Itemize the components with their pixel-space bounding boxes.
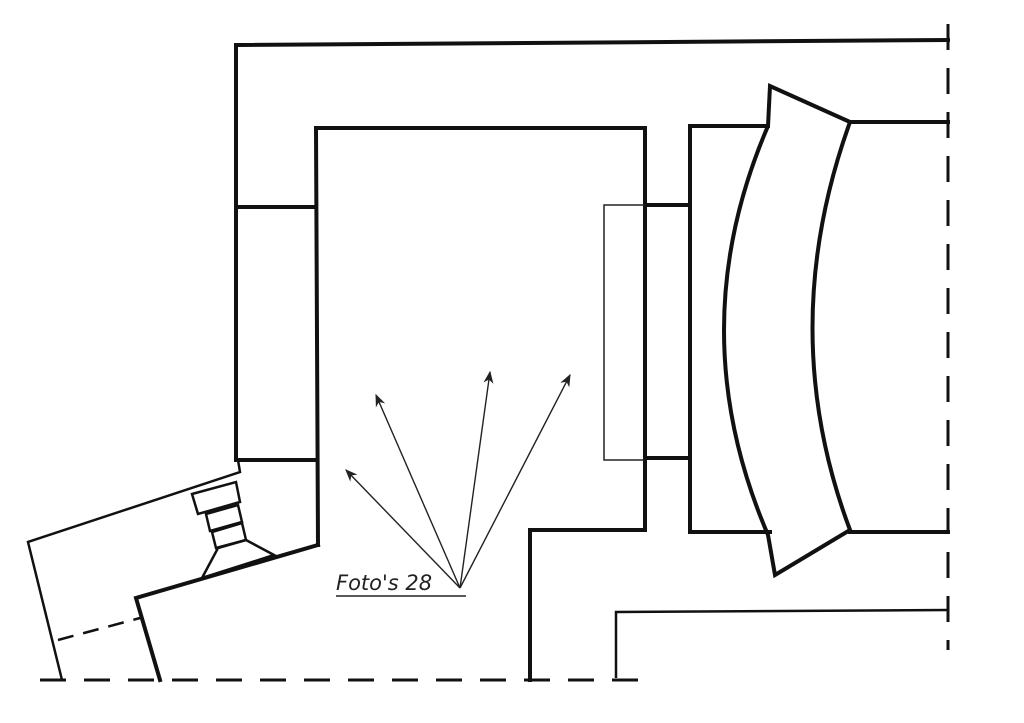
view-arrow-3	[459, 370, 494, 589]
view-arrow-1	[345, 469, 461, 589]
left-wing-outer-wall	[26, 459, 242, 681]
right-room-wall	[688, 124, 770, 534]
outer-top-wall	[234, 37, 951, 462]
curved-apse	[722, 82, 853, 579]
central-room-wall	[313, 126, 647, 682]
view-arrow-4	[459, 373, 571, 589]
lower-right-wall	[614, 608, 949, 678]
photo-label: Foto's 28	[336, 571, 432, 595]
left-wing-dashed-line	[57, 616, 141, 642]
view-arrow-2	[375, 393, 461, 589]
window-opening	[603, 204, 645, 461]
small-tower	[190, 480, 278, 581]
left-wing-wall	[133, 542, 321, 683]
